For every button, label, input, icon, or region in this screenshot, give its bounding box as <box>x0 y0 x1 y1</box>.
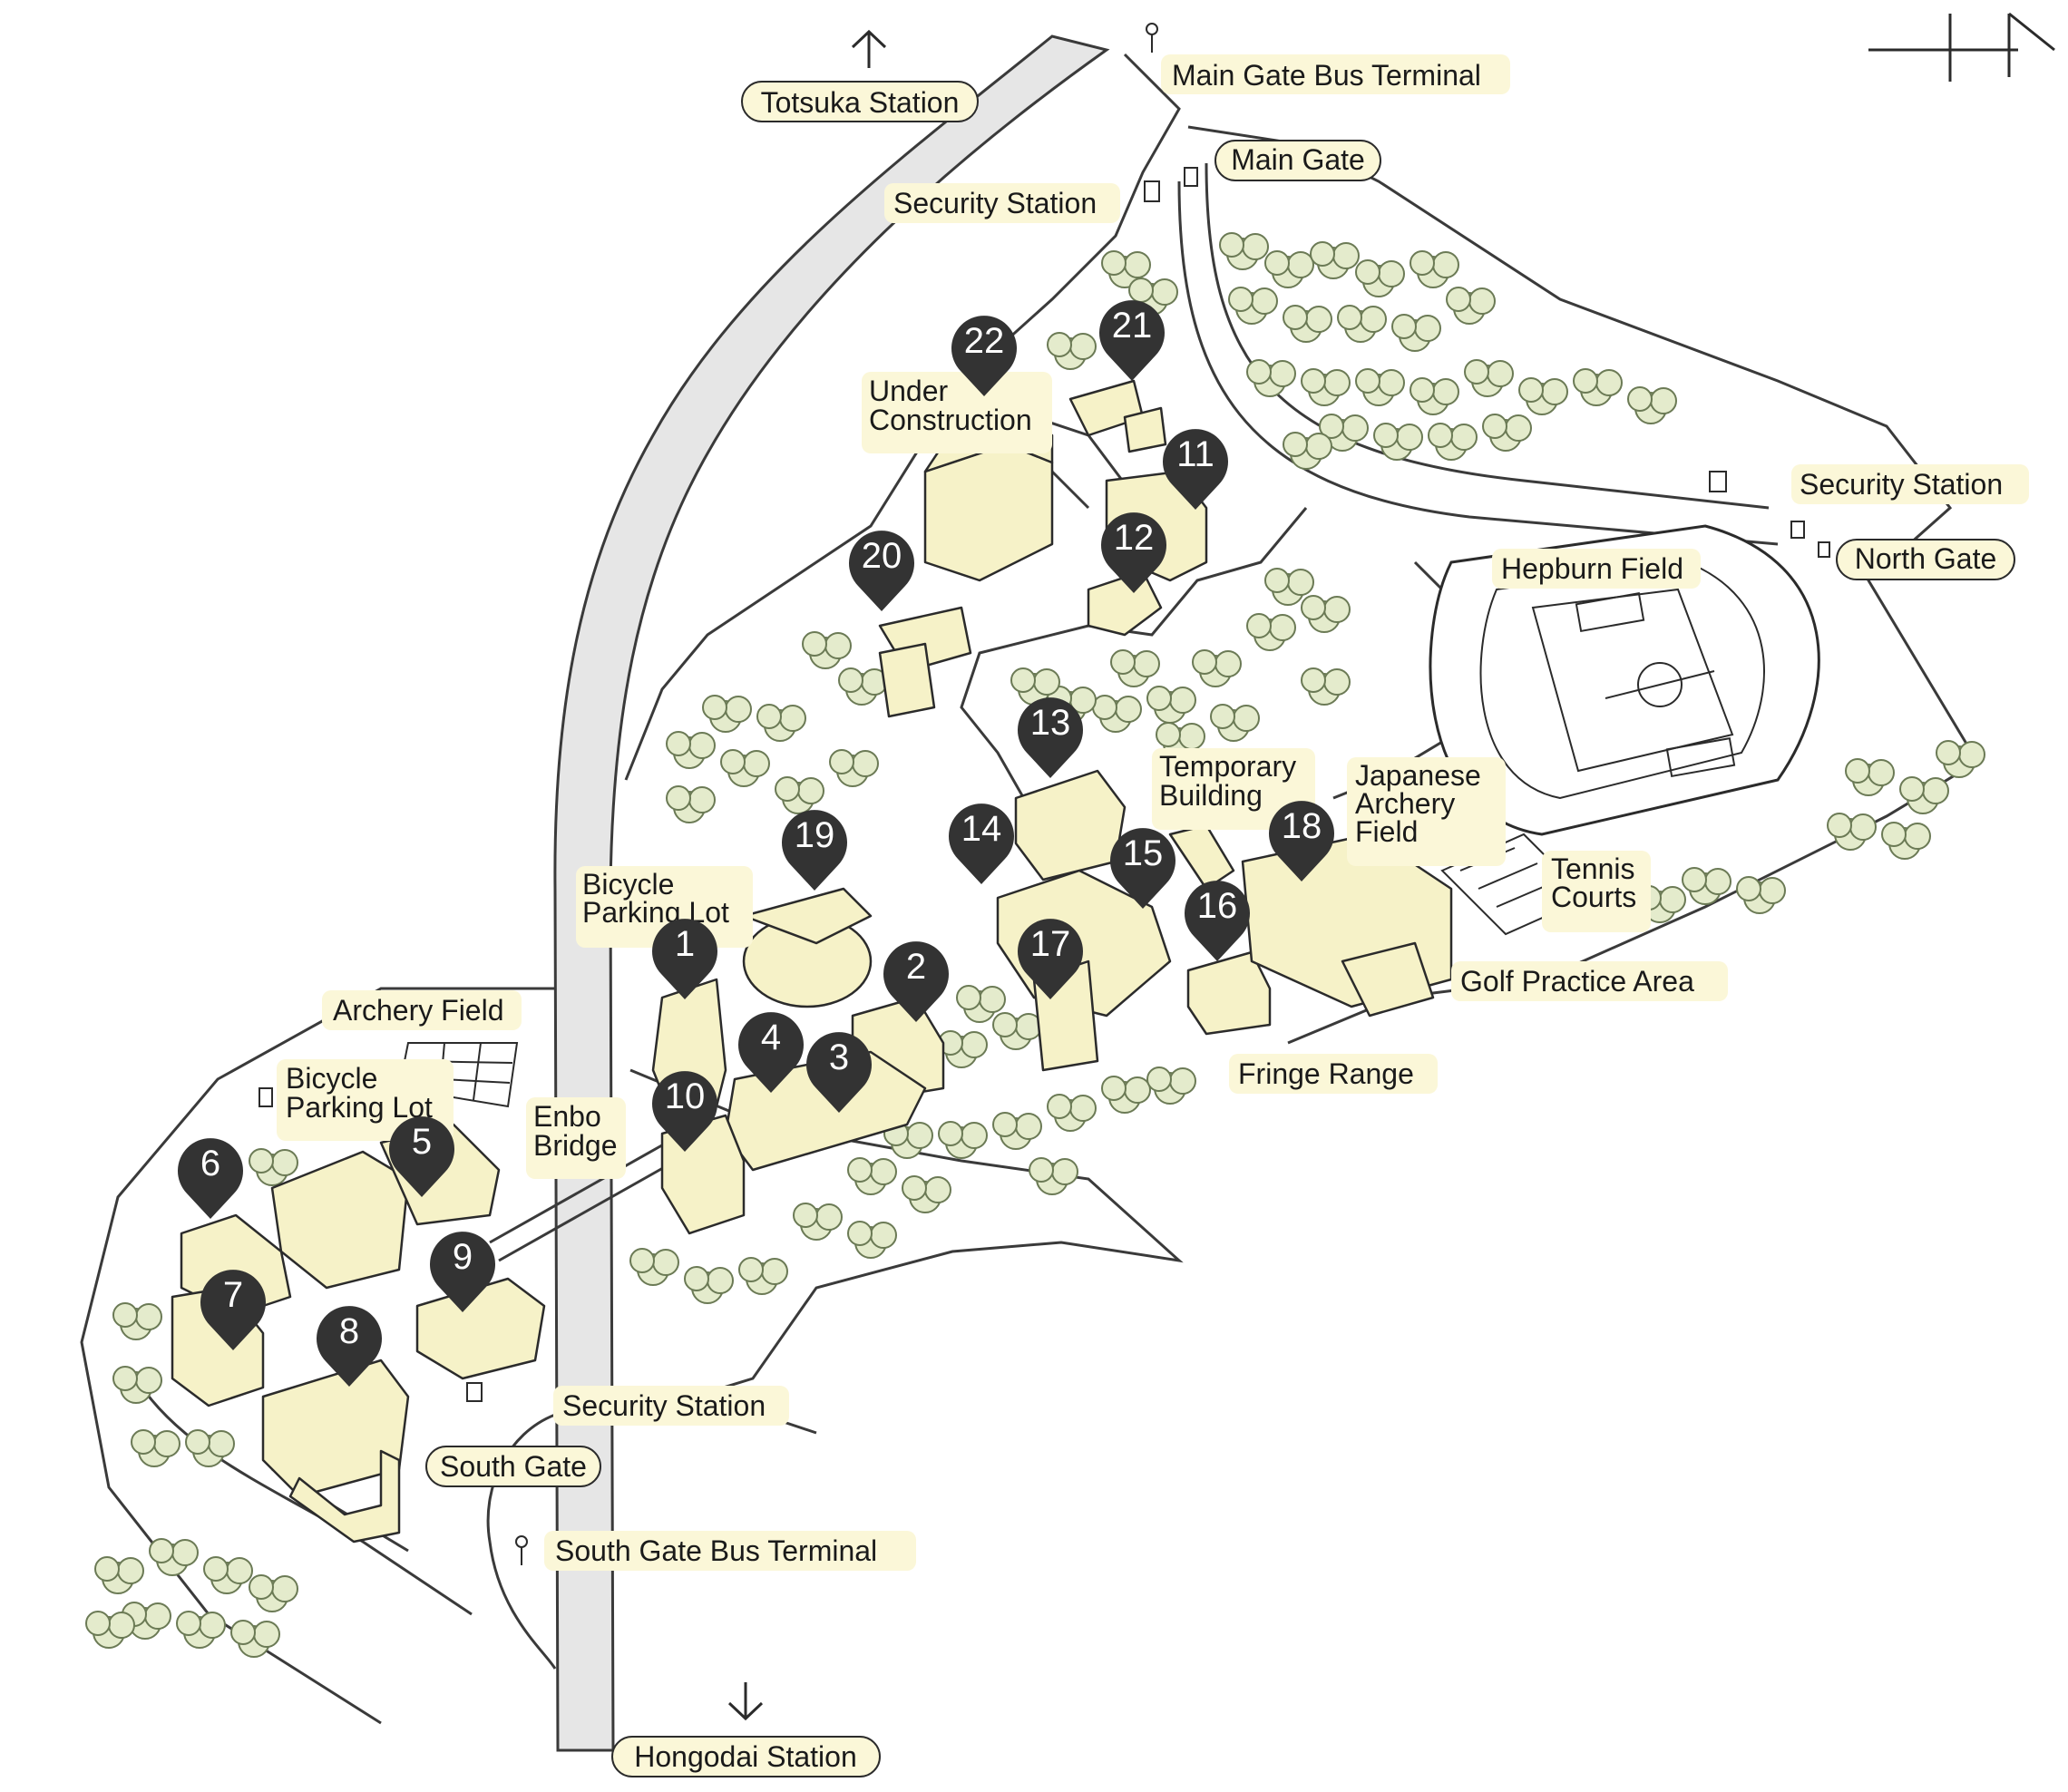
tennis-courts-label-2: Courts <box>1551 881 1636 913</box>
under-construction-label: Under <box>869 375 949 407</box>
pin-15-number: 15 <box>1123 833 1164 873</box>
arrow-down-icon <box>727 1682 764 1721</box>
pin-17-number: 17 <box>1030 924 1071 964</box>
pin-15[interactable]: 15 <box>1110 828 1175 909</box>
pin-22-number: 22 <box>964 321 1005 361</box>
tennis-courts-label: Tennis <box>1551 852 1635 885</box>
pin-21[interactable]: 21 <box>1099 300 1165 381</box>
north-gate-label: North Gate <box>1855 542 1997 575</box>
pin-11-number: 11 <box>1176 434 1214 474</box>
pin-19[interactable]: 19 <box>782 810 847 891</box>
pin-4-number: 4 <box>761 1018 781 1057</box>
japanese-archery-field-label: Japanese <box>1355 759 1481 792</box>
totsuka-station-label: Totsuka Station <box>761 86 960 119</box>
pin-22[interactable]: 22 <box>951 316 1017 396</box>
pin-7[interactable]: 7 <box>200 1270 266 1350</box>
pin-9-number: 9 <box>453 1237 473 1277</box>
security-station-south-label: Security Station <box>562 1389 766 1422</box>
temporary-building-label: Temporary <box>1159 750 1296 783</box>
bus-stop-icon <box>515 23 1158 1565</box>
pin-10-number: 10 <box>665 1076 706 1116</box>
pin-12-number: 12 <box>1114 518 1155 558</box>
pin-19-number: 19 <box>795 815 835 855</box>
pin-11[interactable]: 11 <box>1163 429 1228 510</box>
pin-8-number: 8 <box>339 1311 359 1351</box>
hepburn-field <box>1429 524 1820 836</box>
pin-20-number: 20 <box>862 536 902 576</box>
pin-14-number: 14 <box>961 809 1002 849</box>
south-gate-bus-terminal-label: South Gate Bus Terminal <box>555 1534 877 1567</box>
japanese-archery-field-label-2: Archery <box>1355 787 1455 820</box>
pin-20[interactable]: 20 <box>849 531 914 611</box>
bicycle-parking-north-label-2: Parking Lot <box>582 896 729 929</box>
hepburn-field-label: Hepburn Field <box>1501 552 1683 585</box>
map-labels: Totsuka Station Main Gate Bus Terminal M… <box>277 54 2029 1777</box>
main-gate-label: Main Gate <box>1231 143 1365 176</box>
pin-10[interactable]: 10 <box>652 1071 717 1152</box>
security-station-north-label: Security Station <box>893 187 1097 219</box>
pin-3[interactable]: 3 <box>806 1032 872 1113</box>
under-construction-label-2: Construction <box>869 404 1032 436</box>
pin-4[interactable]: 4 <box>738 1012 804 1093</box>
hongodai-station-label: Hongodai Station <box>634 1740 857 1773</box>
bicycle-parking-south-label: Bicycle <box>286 1062 377 1095</box>
pin-7-number: 7 <box>223 1275 243 1315</box>
enbo-bridge-label: Enbo <box>533 1100 601 1133</box>
pin-1[interactable]: 1 <box>652 919 717 999</box>
fringe-range-label: Fringe Range <box>1238 1057 1414 1090</box>
bicycle-parking-north-label: Bicycle <box>582 868 674 901</box>
pin-16-number: 16 <box>1197 886 1238 926</box>
pin-9[interactable]: 9 <box>430 1232 495 1312</box>
pin-5-number: 5 <box>412 1122 432 1162</box>
pin-12[interactable]: 12 <box>1101 512 1166 593</box>
pin-18-number: 18 <box>1282 806 1322 846</box>
enbo-bridge-label-2: Bridge <box>533 1129 618 1162</box>
pin-6[interactable]: 6 <box>178 1138 243 1219</box>
pin-3-number: 3 <box>829 1037 849 1077</box>
pin-13[interactable]: 13 <box>1018 697 1083 778</box>
pin-17[interactable]: 17 <box>1018 919 1083 999</box>
arrow-up-icon <box>851 29 887 68</box>
building-pins: 1 2 3 4 5 6 7 8 9 10 11 12 13 14 15 16 1… <box>178 300 1334 1387</box>
north-compass-icon <box>1868 12 2055 82</box>
pin-2[interactable]: 2 <box>883 941 949 1022</box>
pin-8[interactable]: 8 <box>317 1306 382 1387</box>
pin-6-number: 6 <box>200 1144 220 1183</box>
main-gate-bus-terminal-label: Main Gate Bus Terminal <box>1172 59 1481 92</box>
bicycle-parking-south-label-2: Parking Lot <box>286 1091 433 1124</box>
security-station-east-label: Security Station <box>1800 468 2003 501</box>
south-gate-label: South Gate <box>440 1450 587 1483</box>
temporary-building-label-2: Building <box>1159 779 1263 812</box>
security-booth-icon <box>258 167 1830 1402</box>
pin-13-number: 13 <box>1030 703 1071 743</box>
pin-2-number: 2 <box>906 947 926 987</box>
pin-5[interactable]: 5 <box>389 1116 454 1197</box>
japanese-archery-field-label-3: Field <box>1355 815 1418 848</box>
pin-21-number: 21 <box>1112 306 1153 346</box>
pin-18[interactable]: 18 <box>1269 801 1334 881</box>
pin-14[interactable]: 14 <box>949 803 1014 884</box>
archery-field-label: Archery Field <box>333 994 504 1027</box>
golf-practice-area-label: Golf Practice Area <box>1460 965 1694 998</box>
pin-16[interactable]: 16 <box>1185 881 1250 961</box>
pin-1-number: 1 <box>675 924 695 964</box>
